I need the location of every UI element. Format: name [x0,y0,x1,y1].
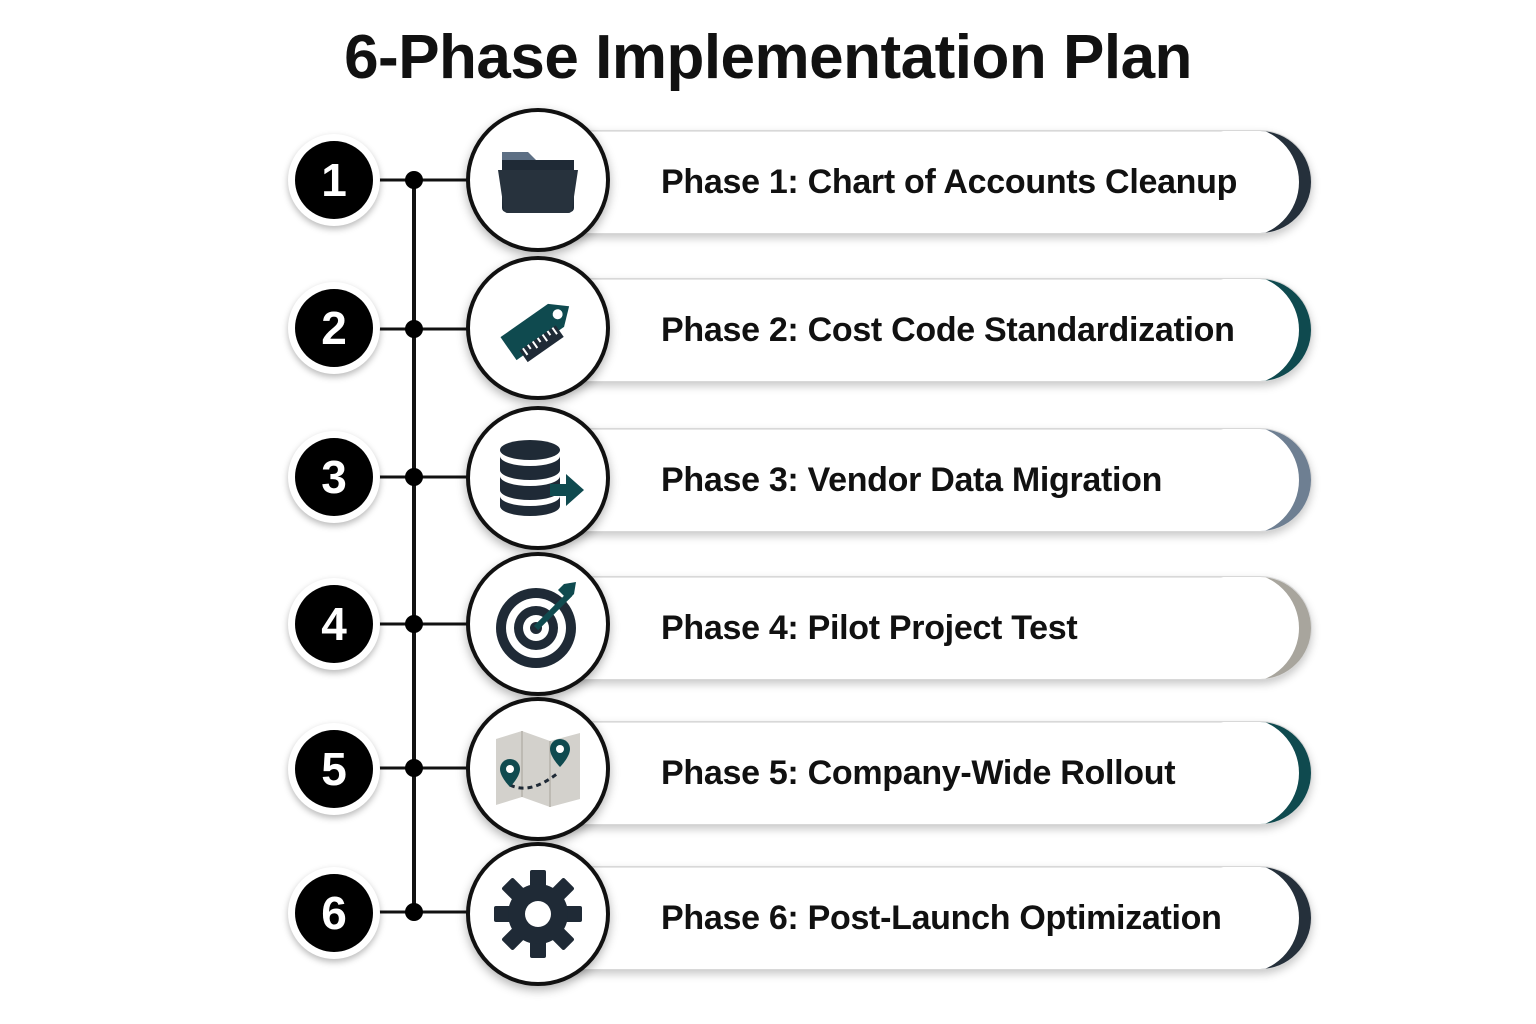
phase-label: Phase 5: Company-Wide Rollout [661,754,1176,792]
phase-number-badge: 2 [288,282,380,374]
phase-row-1: Phase 1: Chart of Accounts Cleanup 1 [0,108,1536,254]
phase-number-badge: 6 [288,867,380,959]
phase-row-2: Phase 2: Cost Code Standardization 2 [0,256,1536,402]
phase-pill: Phase 3: Vendor Data Migration [520,428,1312,532]
pill-accent-cap [1189,722,1311,824]
phase-row-4: Phase 4: Pilot Project Test 4 [0,552,1536,698]
phase-number-badge: 3 [288,431,380,523]
map-pins-icon [466,697,610,841]
phase-pill: Phase 5: Company-Wide Rollout [520,721,1312,825]
pill-accent-cap [1189,131,1311,233]
phase-label: Phase 6: Post-Launch Optimization [661,899,1222,937]
database-arrow-icon [466,406,610,550]
phase-pill: Phase 6: Post-Launch Optimization [520,866,1312,970]
phase-label: Phase 3: Vendor Data Migration [661,461,1163,499]
phase-label: Phase 2: Cost Code Standardization [661,311,1235,349]
pill-accent-cap [1189,429,1311,531]
phase-pill: Phase 4: Pilot Project Test [520,576,1312,680]
phase-number-badge: 1 [288,134,380,226]
phase-label: Phase 4: Pilot Project Test [661,609,1078,647]
phase-row-5: Phase 5: Company-Wide Rollout 5 [0,697,1536,843]
tag-ruler-icon [466,256,610,400]
phase-number-badge: 4 [288,578,380,670]
page-title: 6-Phase Implementation Plan [344,23,1192,92]
target-icon [466,552,610,696]
pill-accent-cap [1189,577,1311,679]
phase-label: Phase 1: Chart of Accounts Cleanup [661,163,1238,201]
phase-pill: Phase 2: Cost Code Standardization [520,278,1312,382]
pill-accent-cap [1189,867,1311,969]
phase-number-badge: 5 [288,723,380,815]
gear-icon [466,842,610,986]
phase-row-3: Phase 3: Vendor Data Migration 3 [0,404,1536,550]
pill-accent-cap [1189,279,1311,381]
phase-row-6: Phase 6: Post-Launch Optimization 6 [0,842,1536,988]
phase-pill: Phase 1: Chart of Accounts Cleanup [520,130,1312,234]
folder-icon [466,108,610,252]
